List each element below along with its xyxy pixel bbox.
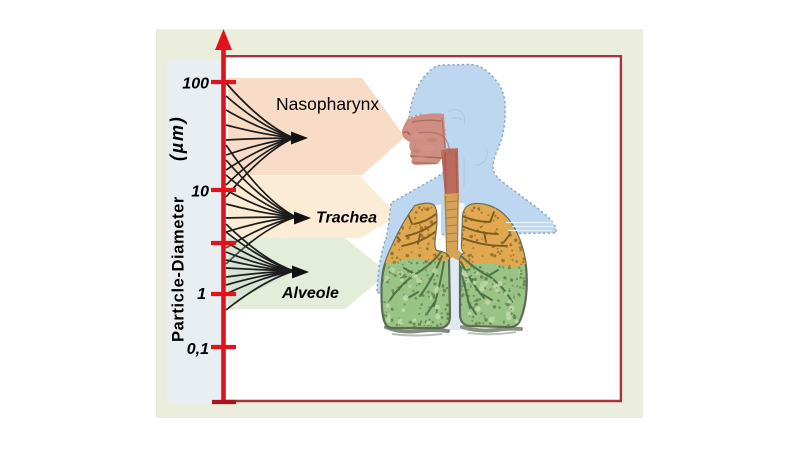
- svg-text:100: 100: [182, 76, 209, 93]
- svg-text:Nasopharynx: Nasopharynx: [276, 94, 379, 114]
- svg-text:0,1: 0,1: [187, 341, 209, 358]
- svg-text:10: 10: [191, 184, 209, 201]
- svg-text:Alveole: Alveole: [281, 285, 339, 302]
- svg-text:Particle-Diameter: Particle-Diameter: [170, 196, 188, 342]
- svg-text:(µm): (µm): [167, 115, 187, 161]
- svg-text:1: 1: [197, 286, 206, 303]
- svg-text:Trachea: Trachea: [316, 210, 377, 227]
